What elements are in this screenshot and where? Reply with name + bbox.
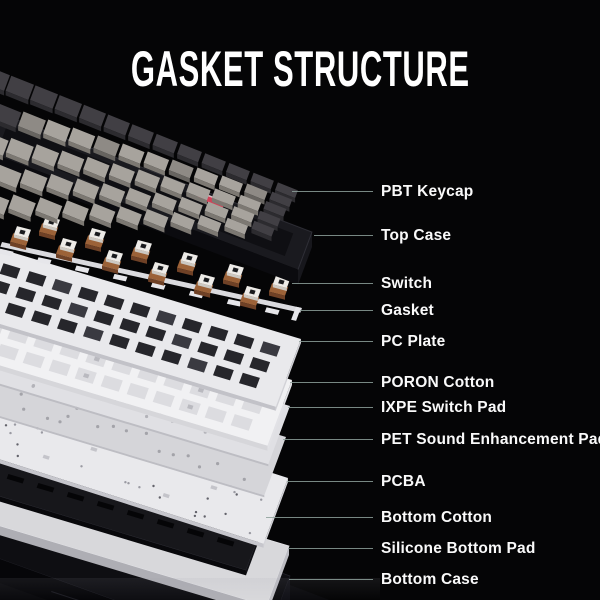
callout-pet-sound-pad: PET Sound Enhancement Pad (0, 429, 600, 451)
layer-label: PET Sound Enhancement Pad (381, 431, 600, 448)
callout-poron-cotton: PORON Cotton (0, 372, 600, 394)
callout-switch: Switch (0, 273, 600, 295)
callout-bottom-cotton: Bottom Cotton (0, 507, 600, 529)
layer-switch-graphic (10, 216, 290, 310)
leader-line (289, 579, 373, 580)
page-title: GASKET STRUCTURE (0, 44, 600, 94)
leader-line (292, 283, 373, 284)
leader-line (283, 439, 373, 440)
callout-gasket: Gasket (0, 300, 600, 322)
title-text: GASKET STRUCTURE (130, 41, 470, 97)
layer-label: Top Case (381, 227, 452, 244)
layer-label: Bottom Cotton (381, 509, 493, 526)
layer-pc-plate-graphic (0, 248, 301, 411)
callout-pcba: PCBA (0, 471, 600, 493)
layer-label: Switch (381, 275, 433, 292)
callout-bottom-case: Bottom Case (0, 569, 600, 591)
layer-label: Bottom Case (381, 571, 479, 588)
leader-line (287, 481, 373, 482)
callout-pc-plate: PC Plate (0, 331, 600, 353)
layer-label: PCBA (381, 473, 426, 490)
layer-label: Gasket (381, 302, 434, 319)
layer-label: IXPE Switch Pad (381, 399, 507, 416)
leader-line (288, 407, 373, 408)
layer-label: PBT Keycap (381, 183, 474, 200)
callout-top-case: Top Case (0, 225, 600, 247)
leader-line (300, 310, 373, 311)
leader-line (292, 191, 373, 192)
leader-line (266, 517, 373, 518)
layer-label: Silicone Bottom Pad (381, 540, 536, 557)
layer-label: PC Plate (381, 333, 446, 350)
leader-line (290, 382, 373, 383)
callout-silicone-bottom-pad: Silicone Bottom Pad (0, 538, 600, 560)
leader-line (314, 235, 373, 236)
callout-pbt-keycap: PBT Keycap (0, 181, 600, 203)
callout-ixpe-switch-pad: IXPE Switch Pad (0, 397, 600, 419)
layer-label: PORON Cotton (381, 374, 495, 391)
layer-pbt-keycap-graphic (0, 71, 298, 242)
leader-line (299, 341, 373, 342)
leader-line (288, 548, 373, 549)
